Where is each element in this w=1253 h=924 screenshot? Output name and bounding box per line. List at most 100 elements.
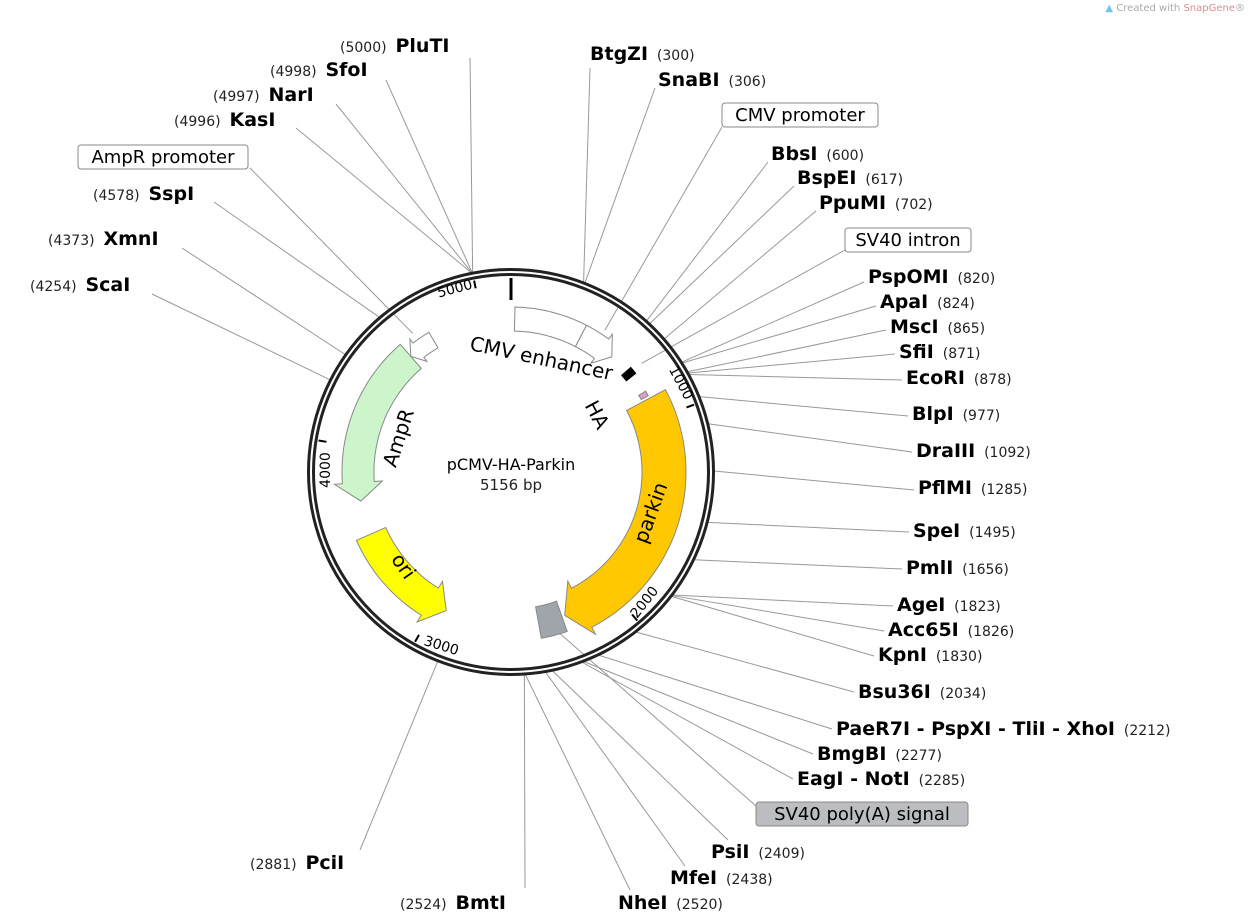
site-label-ppumi[interactable]: PpuMI (702): [819, 192, 933, 214]
paren: (: [30, 279, 35, 295]
site-label-snabi[interactable]: SnaBI (306): [658, 69, 766, 91]
callout-ampr-promoter[interactable]: AmpR promoter: [77, 144, 249, 170]
enzyme-name: SspI: [148, 183, 194, 205]
cut-position: 865: [953, 321, 980, 337]
site-label-nari[interactable]: (4997) NarI: [213, 84, 314, 106]
site-label-pmli[interactable]: PmlI (1656): [906, 557, 1009, 579]
site-label-acc65i[interactable]: Acc65I (1826): [888, 619, 1014, 641]
site-label-blpi[interactable]: BlpI (977): [912, 403, 1000, 425]
enzyme-name: ScaI: [85, 274, 130, 296]
site-label-kpni[interactable]: KpnI (1830): [878, 644, 982, 666]
leader-line: [552, 670, 729, 841]
site-label-eagi-noti[interactable]: EagI - NotI (2285): [797, 768, 965, 790]
callout-sv40-intron[interactable]: SV40 intron: [844, 227, 972, 253]
snapgene-logo-icon: ▲: [1105, 3, 1114, 14]
feature-parkin[interactable]: [564, 389, 687, 636]
enzyme-name: BmgBI: [817, 743, 886, 765]
cut-position: 1830: [941, 649, 977, 665]
cut-position: 2520: [682, 897, 718, 913]
site-label-xmni[interactable]: (4373) XmnI: [48, 228, 159, 250]
leader-line: [649, 185, 795, 325]
paren: ): [859, 148, 864, 164]
leader-line: [151, 293, 331, 381]
paren: ): [960, 773, 965, 789]
site-label-kasi[interactable]: (4996) KasI: [174, 109, 275, 131]
plasmid-name: pCMV-HA-Parkin: [447, 455, 575, 474]
site-label-msci[interactable]: MscI (865): [890, 316, 985, 338]
site-label-scai[interactable]: (4254) ScaI: [30, 274, 130, 296]
paren: ): [1165, 723, 1170, 739]
paren: ): [980, 321, 985, 337]
feature-sv40-poly-a-signal[interactable]: [535, 600, 568, 639]
paren: (: [174, 114, 179, 130]
site-label-apai[interactable]: ApaI (824): [880, 291, 975, 313]
site-label-bbsi[interactable]: BbsI (600): [771, 143, 864, 165]
paren: ): [995, 599, 1000, 615]
site-leader-lines: [151, 57, 915, 891]
paren: (: [945, 599, 959, 615]
site-label-agei[interactable]: AgeI (1823): [897, 594, 1001, 616]
callout-sv40-poly-a-signal[interactable]: SV40 poly(A) signal: [755, 801, 969, 827]
feature-ori[interactable]: [355, 526, 447, 624]
cut-position: 1495: [975, 525, 1011, 541]
paren: ): [717, 897, 722, 913]
paren: (: [856, 172, 870, 188]
cut-position: 617: [871, 172, 898, 188]
tick-mark: [686, 403, 695, 409]
site-label-pspomi[interactable]: PspOMI (820): [868, 266, 995, 288]
site-label-pflmi[interactable]: PflMI (1285): [918, 477, 1027, 499]
leader-line: [335, 103, 473, 274]
leader-line: [545, 671, 686, 867]
enzyme-name: NarI: [268, 84, 313, 106]
site-label-pluti[interactable]: (5000) PluTI: [340, 35, 449, 57]
feature-cmv-enhancer[interactable]: [513, 306, 588, 348]
enzyme-name: SfiI: [899, 341, 934, 363]
paren: ): [1025, 445, 1030, 461]
site-label-nhei[interactable]: NheI (2520): [618, 892, 723, 914]
cut-position: 878: [979, 372, 1006, 388]
cut-position: 306: [734, 74, 761, 90]
feature-sv40-intron[interactable]: [621, 366, 637, 382]
paren: (: [1115, 723, 1129, 739]
feature-label: HA: [580, 396, 615, 433]
site-label-bsu36i[interactable]: Bsu36I (2034): [858, 681, 986, 703]
enzyme-name: ApaI: [880, 291, 928, 313]
callout-box: [755, 801, 969, 827]
site-label-sfii[interactable]: SfiI (871): [899, 341, 980, 363]
cut-position: 2881: [255, 857, 291, 873]
leader-line: [672, 594, 894, 607]
enzyme-name: XmnI: [103, 228, 158, 250]
callout-line: [641, 249, 846, 364]
site-label-bmti[interactable]: (2524) BmtI: [400, 892, 506, 914]
enzyme-name: PmlI: [906, 557, 953, 579]
callout-box: [844, 227, 972, 253]
site-label-draiii[interactable]: DraIII (1092): [916, 440, 1031, 462]
feature-ampr-promoter[interactable]: [409, 331, 439, 363]
leader-line: [469, 57, 474, 273]
site-label-ecori[interactable]: EcoRI (878): [906, 367, 1012, 389]
site-label-pcii[interactable]: (2881) PciI: [250, 852, 344, 874]
site-label-bspei[interactable]: BspEI (617): [797, 167, 903, 189]
site-label-spei[interactable]: SpeI (1495): [913, 520, 1016, 542]
leader-line: [681, 281, 865, 363]
site-label-psii[interactable]: PsiI (2409): [711, 841, 805, 863]
paren: ): [89, 233, 103, 249]
enzyme-name: MfeI: [670, 867, 717, 889]
site-label-bmgbi[interactable]: BmgBI (2277): [817, 743, 942, 765]
enzyme-name: Acc65I: [888, 619, 959, 641]
feature-ampr[interactable]: [332, 343, 423, 502]
feature-ha[interactable]: [637, 390, 650, 401]
site-label-paer7i-pspxi-tlii-xhoi[interactable]: PaeR7I - PspXI - TliI - XhoI (2212): [836, 718, 1170, 740]
site-label-mfei[interactable]: MfeI (2438): [670, 867, 773, 889]
site-label-sspi[interactable]: (4578) SspI: [93, 183, 194, 205]
leader-line: [181, 247, 346, 356]
site-label-sfoi[interactable]: (4998) SfoI: [270, 59, 368, 81]
callout-cmv-promoter[interactable]: CMV promoter: [721, 102, 879, 128]
site-label-btgzi[interactable]: BtgZI (300): [590, 43, 695, 65]
paren: ): [381, 40, 395, 56]
feature-cmv-promoter[interactable]: [574, 324, 613, 365]
leader-line: [581, 661, 794, 780]
paren: ): [767, 872, 772, 888]
paren: ): [311, 64, 325, 80]
enzyme-name: SpeI: [913, 520, 960, 542]
